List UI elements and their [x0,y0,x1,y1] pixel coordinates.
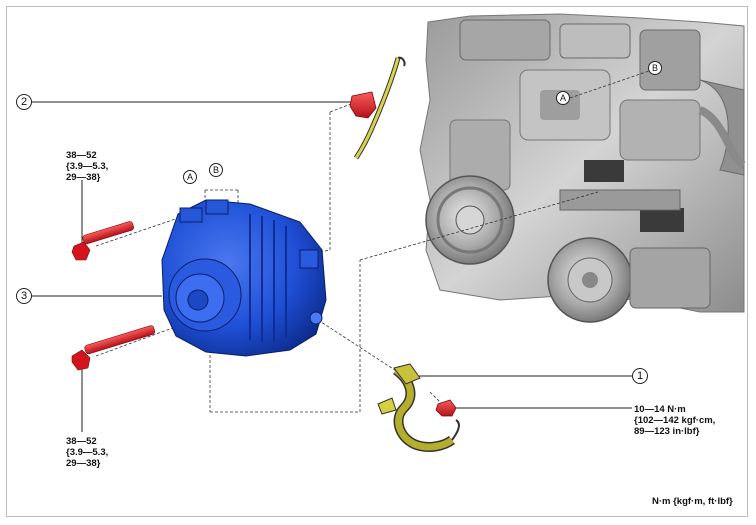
callout-b-engine: B [648,61,662,75]
torque-spec-terminal-nut: 10—14 N·m {102—142 kgf·cm, 89—123 in·lbf… [634,404,715,437]
callout-a-engine: A [556,91,570,105]
torque-line: 29—38} [66,458,101,469]
torque-line: 10—14 N·m [634,404,686,415]
callout-3: 3 [16,288,32,304]
torque-line: {3.9—5.3, [66,447,109,458]
generator [161,199,327,357]
torque-spec-upper-bolt: 38—52 {3.9—5.3, 29—38} [66,150,108,183]
wiring-harness-bracket [353,56,406,160]
terminal-nut-cap [349,91,377,119]
torque-spec-lower-bolt: 38—52 {3.9—5.3, 29—38} [66,436,108,469]
callout-a-generator: A [183,170,197,184]
generator-wiring-harness [377,363,460,452]
callout-2: 2 [16,94,32,110]
guide-lines [95,69,653,413]
torque-line: {102—142 kgf·cm, [634,415,716,426]
mounting-bolt-lower [71,325,156,371]
torque-line: 38—52 [66,150,97,161]
torque-line: 29—38} [66,172,101,183]
torque-line: 38—52 [66,436,97,447]
terminal-nut [435,399,457,417]
engine-block [419,13,747,323]
callout-1: 1 [632,368,648,384]
mounting-bolt-upper [71,221,134,261]
torque-line: 89—123 in·lbf} [634,426,700,437]
callout-b-generator: B [209,163,223,177]
torque-line: {3.9—5.3, [66,161,109,172]
units-note: N·m {kgf·m, ft·lbf} [652,496,733,507]
leader-lines [32,101,632,432]
